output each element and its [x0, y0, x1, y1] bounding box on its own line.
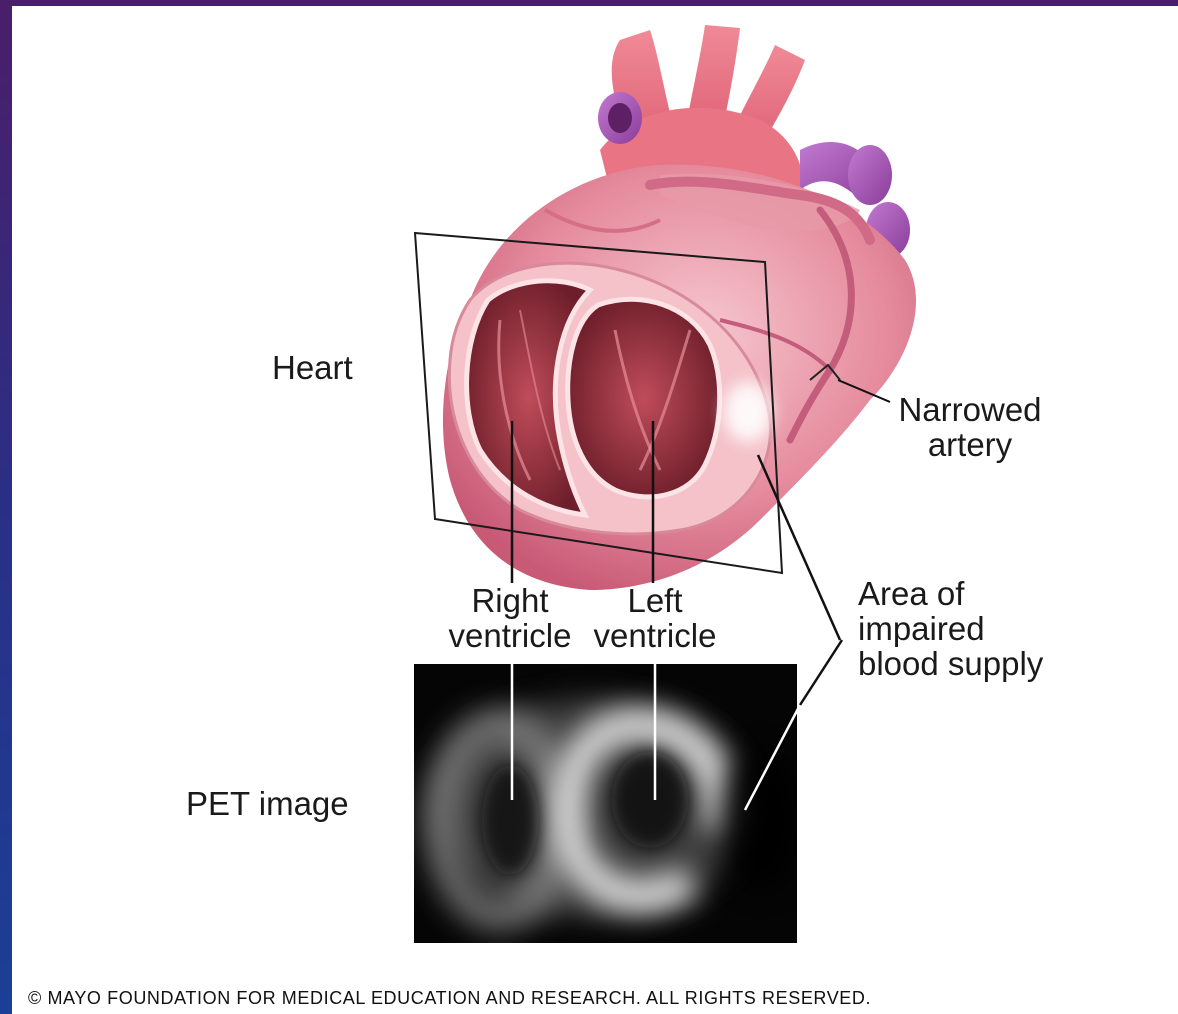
impaired-line3: blood supply	[858, 646, 1043, 681]
left-ventricle-line1: Left	[585, 583, 725, 618]
right-ventricle-line2: ventricle	[440, 618, 580, 653]
pet-image-label: PET image	[186, 786, 349, 821]
narrowed-artery-line2: artery	[890, 427, 1050, 462]
impaired-line2: impaired	[858, 611, 1043, 646]
narrowed-artery-line1: Narrowed	[890, 392, 1050, 427]
impaired-area-label: Area of impaired blood supply	[858, 576, 1043, 681]
right-ventricle-label: Right ventricle	[440, 583, 580, 653]
copyright-notice: © MAYO FOUNDATION FOR MEDICAL EDUCATION …	[28, 988, 871, 1009]
pet-scan-image	[414, 664, 800, 943]
heart-label: Heart	[272, 350, 353, 385]
narrowed-artery-label: Narrowed artery	[890, 392, 1050, 462]
right-ventricle-line1: Right	[440, 583, 580, 618]
left-ventricle-label: Left ventricle	[585, 583, 725, 653]
impaired-line1: Area of	[858, 576, 1043, 611]
left-ventricle-line2: ventricle	[585, 618, 725, 653]
